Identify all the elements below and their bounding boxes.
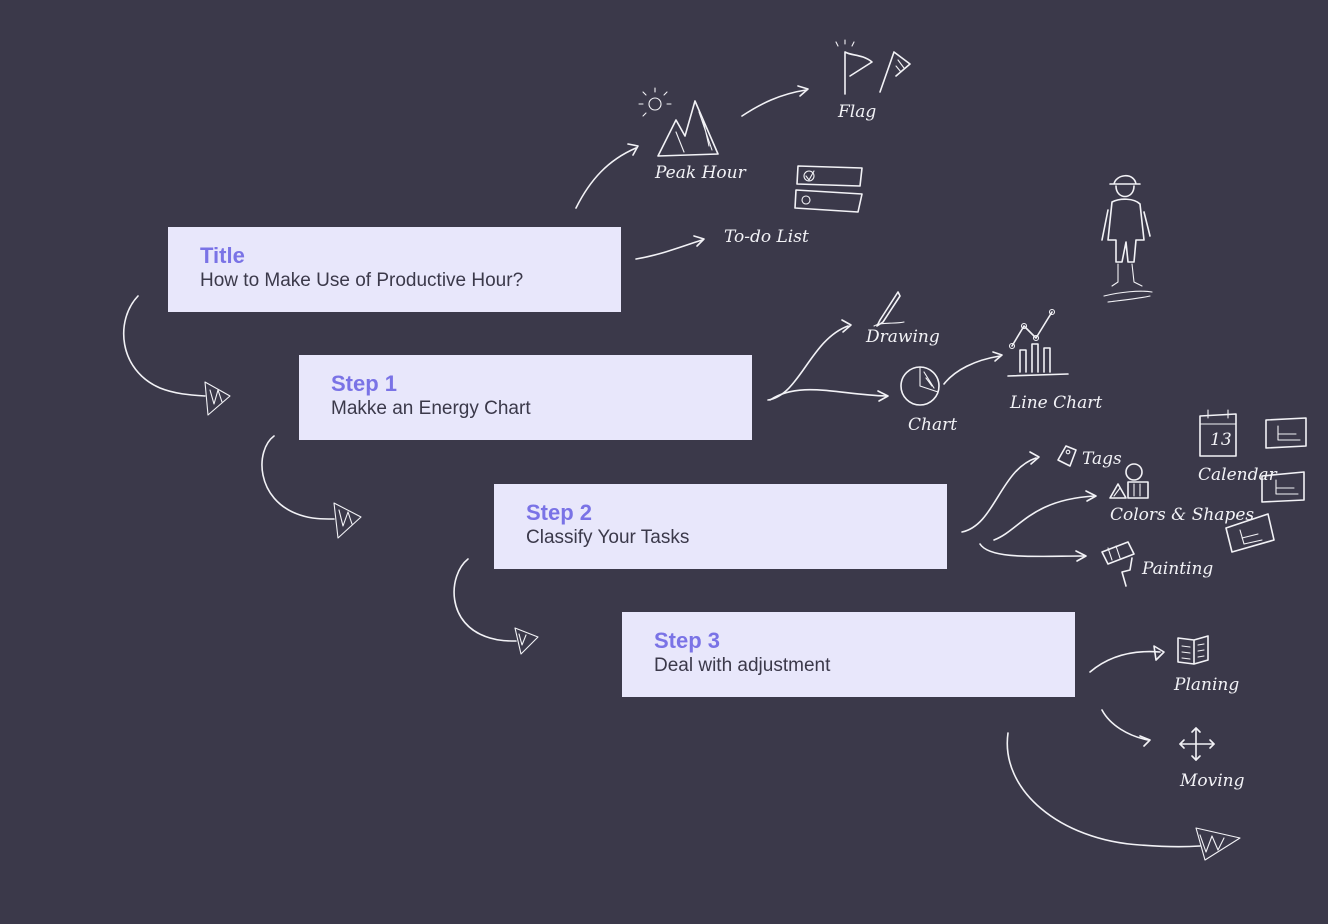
painting-label: Painting [1141,559,1213,579]
move-arrows-icon [1179,727,1215,761]
paint-roller-icon [1101,541,1135,587]
title-card-text: How to Make Use of Productive Hour? [200,270,524,291]
step1-card: Step 1 Makke an Energy Chart [299,355,752,440]
step3-card-heading: Step 3 [654,628,721,653]
pen-icon [873,291,905,327]
calendar-label: Calendar [1198,465,1278,485]
step3-card: Step 3 Deal with adjustment [622,612,1075,697]
tags-label: Tags [1082,449,1122,469]
peak-hour-label: Peak Hour [654,163,747,183]
calendar-day: 13 [1210,430,1232,450]
step2-card-heading: Step 2 [526,500,593,525]
colors-shapes-label: Colors & Shapes [1110,505,1254,525]
book-icon [1177,635,1209,665]
planning-label: Planing [1173,675,1239,695]
step1-card-text: Makke an Energy Chart [331,398,531,419]
step3-card-text: Deal with adjustment [654,655,831,676]
pie-chart-icon [900,366,940,406]
line-bar-chart-icon [1007,308,1069,377]
todo-list-label: To-do List [724,227,809,247]
mountain-sun-icon [638,87,719,157]
step2-card: Step 2 Classify Your Tasks [494,484,947,569]
connector-arrows [122,295,1241,861]
moving-label: Moving [1179,771,1245,791]
step3-branches [1089,645,1165,747]
step1-card-heading: Step 1 [331,371,398,396]
tag-icon [1057,445,1077,467]
chart-label: Chart [908,415,957,435]
step2-branches [961,451,1097,562]
step1-branches [767,319,1003,402]
step2-card-text: Classify Your Tasks [526,527,690,548]
title-card-heading: Title [200,243,245,268]
line-chart-label: Line Chart [1009,393,1102,413]
title-branches [575,85,809,260]
shapes-icon [1109,463,1149,499]
note-cards-icon [1225,417,1307,553]
person-icon [1101,174,1153,303]
drawing-label: Drawing [865,327,940,347]
todo-list-icon [794,165,863,213]
flag-icon [835,39,911,95]
flag-label: Flag [837,102,876,122]
title-card: Title How to Make Use of Productive Hour… [168,227,621,312]
calendar-icon [1199,409,1237,457]
